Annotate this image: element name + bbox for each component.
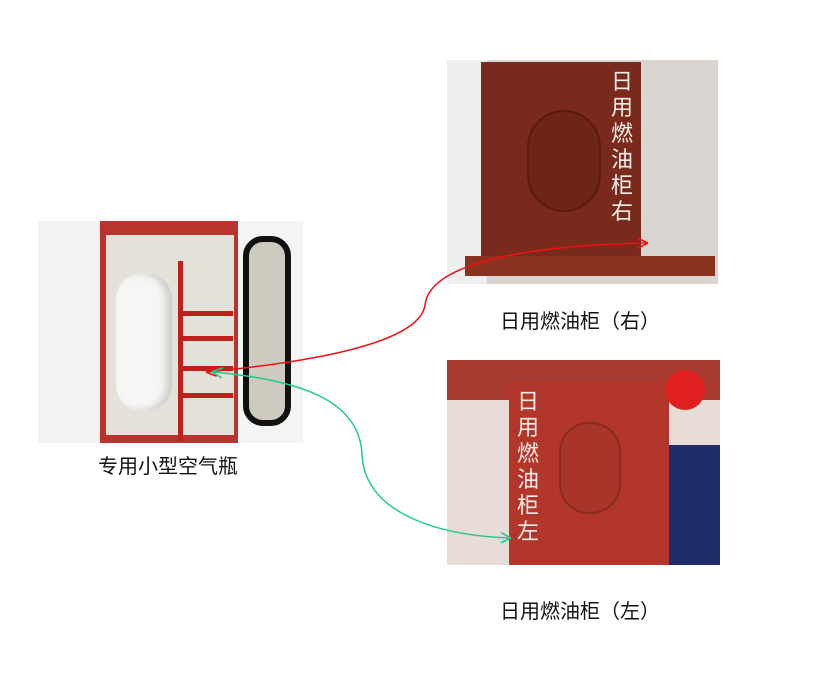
link-left-arrow [213, 372, 510, 538]
tank-left-label: 日用燃油柜左 [516, 390, 539, 545]
caption-tank-left: 日用燃油柜（左） [500, 599, 660, 623]
tank-right-label: 日用燃油柜右 [610, 70, 633, 225]
air-cylinder [116, 273, 172, 411]
link-right-arrow [207, 243, 647, 372]
